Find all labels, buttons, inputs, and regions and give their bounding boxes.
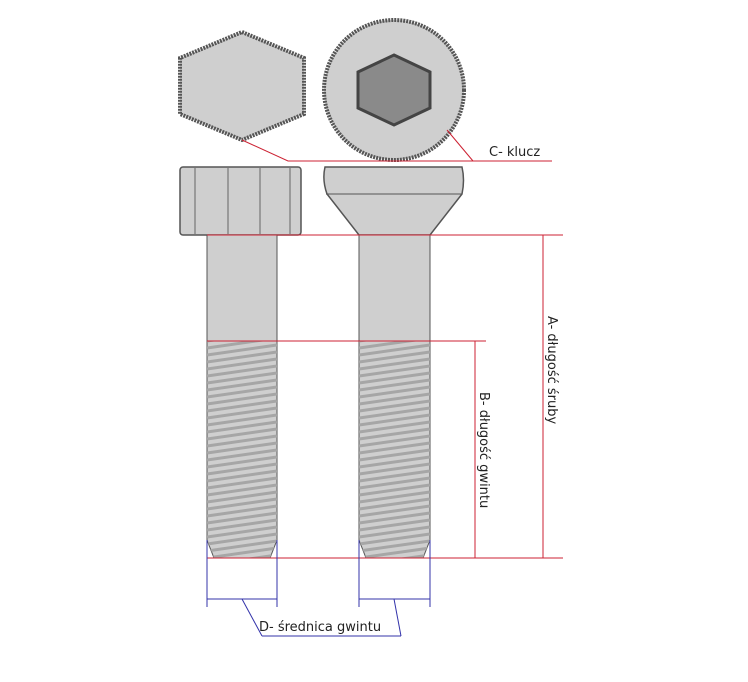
thread-stripe	[359, 341, 430, 350]
thread-stripe	[207, 562, 277, 572]
thread-stripe	[359, 469, 430, 483]
thread-stripe	[207, 371, 277, 385]
thread-stripe	[207, 553, 277, 558]
thread-stripe	[359, 350, 430, 364]
thread-stripe	[207, 364, 277, 378]
thread-length-label: B- długość gwintu	[476, 392, 491, 508]
thread-stripe	[207, 504, 277, 518]
thread-stripe	[207, 490, 277, 504]
thread-stripe	[359, 490, 430, 504]
thread-stripe	[359, 455, 430, 469]
screw-length-label: A- długość śruby	[544, 316, 559, 424]
thread-stripe	[359, 462, 430, 476]
left-thread-lines	[207, 341, 277, 572]
thread-stripe	[359, 532, 430, 546]
thread-stripe	[207, 462, 277, 476]
thread-stripe	[359, 483, 430, 497]
thread-stripe	[359, 392, 430, 406]
knurled-head-side-view	[179, 166, 302, 236]
thread-stripe	[207, 427, 277, 441]
key-leader-line	[241, 129, 552, 162]
thread-stripe	[207, 341, 277, 350]
thread-stripe	[207, 413, 277, 427]
thread-stripe	[207, 539, 277, 553]
thread-stripe	[207, 448, 277, 462]
thread-stripe	[359, 371, 430, 385]
thread-stripe	[359, 562, 430, 572]
thread-stripe	[359, 448, 430, 462]
thread-stripe	[207, 546, 277, 558]
thread-stripe	[359, 420, 430, 434]
left-shank	[206, 234, 278, 342]
thread-stripe	[359, 525, 430, 539]
thread-stripe	[359, 413, 430, 427]
thread-stripe	[207, 497, 277, 511]
key-label: C- klucz	[489, 145, 540, 160]
thread-stripe	[359, 406, 430, 420]
thread-stripe	[207, 406, 277, 420]
thread-stripe	[359, 497, 430, 511]
thread-stripe	[359, 364, 430, 378]
thread-stripe	[359, 343, 430, 357]
thread-stripe	[207, 350, 277, 364]
right-shank	[358, 234, 431, 342]
thread-stripe	[207, 511, 277, 525]
thread-stripe	[207, 385, 277, 399]
thread-stripe	[207, 357, 277, 371]
thread-stripe	[207, 441, 277, 455]
thread-stripe	[207, 518, 277, 532]
thread-stripe	[359, 378, 430, 392]
thread-stripe	[359, 518, 430, 532]
thread-stripe	[359, 385, 430, 399]
thread-stripe	[207, 378, 277, 392]
reference-lines	[207, 234, 563, 559]
thread-diameter-label: D- średnica gwintu	[259, 620, 381, 635]
thread-stripe	[207, 455, 277, 469]
hex-socket	[356, 53, 432, 127]
thread-stripe	[359, 427, 430, 441]
thread-stripe	[207, 476, 277, 490]
thread-stripe	[359, 476, 430, 490]
knurl-lines	[194, 168, 291, 234]
thread-stripe	[207, 483, 277, 497]
hex-head-top-view	[178, 29, 306, 143]
thread-stripe	[207, 469, 277, 483]
thread-stripe	[207, 399, 277, 413]
thread-stripe	[207, 343, 277, 357]
thread-stripe	[359, 357, 430, 371]
thread-stripe	[359, 434, 430, 448]
thread-stripe	[359, 553, 430, 558]
thread-stripe	[359, 511, 430, 525]
thread-stripe	[359, 504, 430, 518]
thread-stripe	[207, 420, 277, 434]
thread-stripe	[359, 399, 430, 413]
thread-stripe	[207, 525, 277, 539]
thread-stripe	[207, 392, 277, 406]
thread-stripe	[207, 434, 277, 448]
right-thread-lines	[359, 341, 430, 572]
thread-stripe	[207, 532, 277, 546]
thread-stripe	[359, 539, 430, 553]
thread-stripe	[359, 441, 430, 455]
thread-diameter-dimension	[206, 540, 431, 637]
thread-stripe	[359, 546, 430, 558]
countersunk-head-side-view	[323, 166, 465, 236]
